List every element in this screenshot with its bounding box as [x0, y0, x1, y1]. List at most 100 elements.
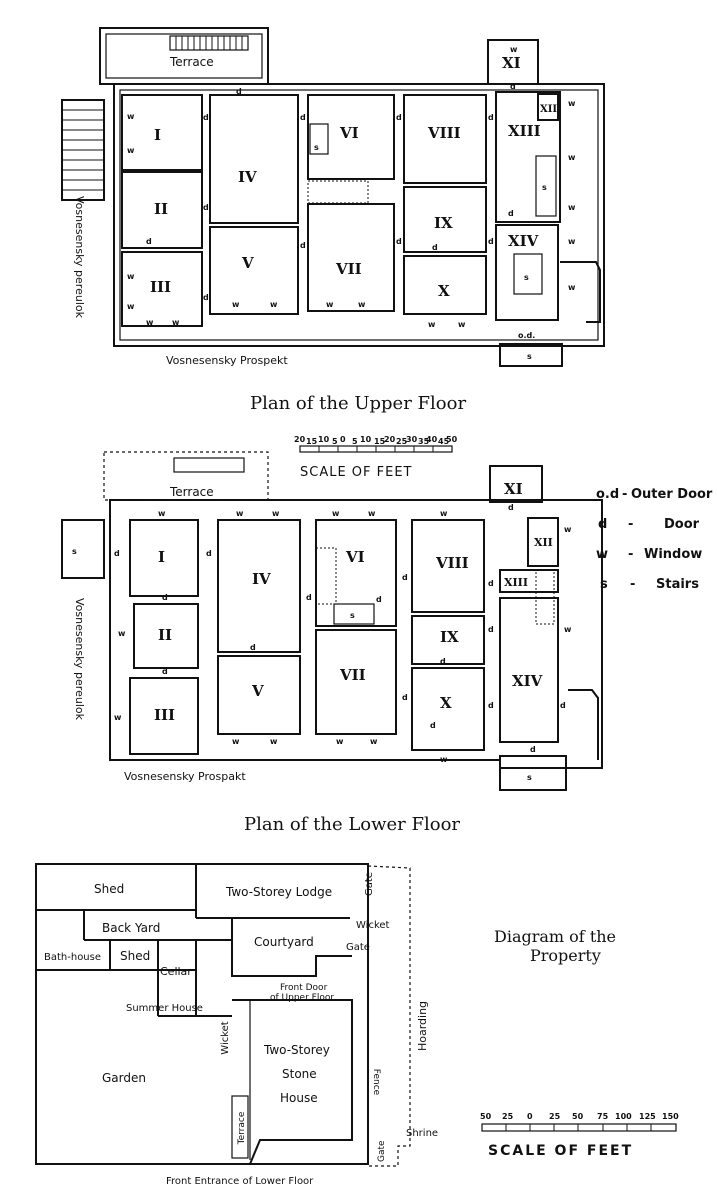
lower-window-mark-3: w [272, 509, 280, 518]
floor-scale-tick-7: 40 [426, 435, 438, 444]
upper-room-xiv-box [495, 224, 559, 321]
prop-label-wicket-right: Wicket [356, 920, 390, 931]
prop-label-house-1: Two-Storey [263, 1043, 330, 1057]
lower-window-mark-10: w [270, 737, 278, 746]
property-scale-tick-3: 0 [527, 1112, 533, 1121]
lower-window-mark-11: w [336, 737, 344, 746]
upper-room-i-box [121, 94, 203, 171]
upper-room-ix-box [403, 186, 487, 253]
upper-door-mark-6: d [488, 113, 494, 122]
upper-room-ii: II [154, 200, 168, 218]
upper-window-mark-16: w [568, 203, 576, 212]
prop-label-front-door-1: Front Door [280, 983, 328, 993]
property-hoarding-line [367, 865, 411, 1167]
lower-room-v: V [251, 682, 264, 700]
lower-door-mark-14: d [488, 701, 494, 710]
lower-room-iii: III [154, 706, 175, 724]
property-boundary [35, 863, 369, 1165]
upper-door-mark-10: d [300, 241, 306, 250]
prop-label-gate-mid: Gate [346, 942, 370, 953]
upper-window-mark-12: w [428, 320, 436, 329]
upper-door-mark-8: d [203, 203, 209, 212]
property-scale-bar [481, 1123, 677, 1132]
property-scale-tick-4: 25 [549, 1112, 561, 1121]
lower-room-xiv: XIV [512, 672, 543, 690]
upper-window-mark-5: w [127, 302, 135, 311]
lower-front-steps [499, 755, 567, 791]
upper-window-mark-10: w [326, 300, 334, 309]
upper-door-mark-1: d [236, 87, 242, 96]
upper-room-ii-box [121, 171, 203, 249]
lower-room-x-box [411, 667, 485, 751]
lower-window-mark-14: w [564, 525, 572, 534]
prop-label-fence: Fence [371, 1069, 381, 1096]
lower-street-side: Vosnesensky pereulok [73, 598, 86, 721]
upper-window-mark-6: w [146, 318, 154, 327]
lower-door-mark-13: d [488, 625, 494, 634]
upper-stairs-xiv [513, 253, 543, 295]
property-scale-tick-8: 125 [639, 1112, 656, 1121]
upper-room-vi-box [307, 94, 395, 180]
lower-floor-caption: Plan of the Lower Floor [244, 814, 460, 835]
prop-label-back-yard: Back Yard [102, 921, 160, 935]
floor-scale-minor-6: 35 [418, 437, 430, 446]
upper-room-x: X [438, 282, 450, 300]
upper-door-mark-9: d [203, 293, 209, 302]
lower-room-xii-box [527, 517, 559, 567]
lower-window-mark-1: w [158, 509, 166, 518]
upper-outer-wall [113, 83, 605, 347]
lower-door-mark-4: d [162, 667, 168, 676]
lower-window-mark-4: w [332, 509, 340, 518]
upper-door-mark-14: d [508, 209, 514, 218]
upper-room-xi: XI [502, 54, 521, 72]
upper-room-i: I [154, 126, 161, 144]
upper-room-xii-box [537, 93, 559, 121]
prop-label-front-entrance: Front Entrance of Lower Floor [166, 1176, 314, 1187]
lower-door-mark-5: d [250, 643, 256, 652]
property-diagram: Shed Two-Storey Lodge Gate Back Yard Wic… [35, 863, 616, 1187]
lower-door-mark-10: d [440, 657, 446, 666]
lower-room-iv: IV [252, 570, 271, 588]
lower-room-iii-box [129, 677, 199, 755]
upper-outer-door-mark: o.d. [518, 331, 535, 340]
upper-door-mark-2: d [510, 82, 516, 91]
lower-room-xiii: XIII [504, 576, 528, 589]
lower-terrace-outline [103, 451, 269, 501]
upper-door-mark-4: d [300, 113, 306, 122]
floor-scale-minor-5: 25 [396, 437, 408, 446]
legend-key-window: w [596, 547, 608, 562]
prop-label-hoarding: Hoarding [416, 1001, 429, 1051]
scale-of-feet-floor: 20 10 0 10 20 30 40 50 15 5 5 15 25 35 4… [294, 435, 458, 480]
property-scale-tick-2: 25 [502, 1112, 514, 1121]
prop-label-terrace: Terrace [237, 1111, 247, 1145]
lower-room-xiv-box [499, 597, 559, 743]
upper-door-mark-12: d [432, 243, 438, 252]
legend-sep-stairs: - [630, 577, 635, 592]
floor-scale-tick-6: 30 [406, 435, 418, 444]
upper-room-viii-box [403, 94, 487, 184]
prop-wall-house [232, 999, 353, 1165]
lower-window-mark-5: w [368, 509, 376, 518]
lower-room-ii-box [133, 603, 199, 669]
prop-label-front-door-2: of Upper Floor [270, 993, 334, 1003]
prop-label-shed2: Shed [120, 949, 150, 963]
lower-room-ix: IX [440, 628, 459, 646]
upper-room-xiii: XIII [508, 122, 541, 140]
prop-label-garden: Garden [102, 1071, 146, 1085]
lower-street-front: Vosnesensky Prospakt [124, 770, 246, 783]
prop-label-summer-house: Summer House [126, 1003, 203, 1014]
floor-scale-tick-1: 20 [294, 435, 306, 444]
floor-scale-tick-2: 10 [318, 435, 330, 444]
lower-window-mark-2: w [236, 509, 244, 518]
floor-scale-minor-1: 15 [306, 437, 318, 446]
upper-street-front: Vosnesensky Prospekt [166, 354, 288, 367]
floor-scale-tick-8: 50 [446, 435, 458, 444]
property-scale-title: SCALE OF FEET [488, 1143, 633, 1159]
lower-door-mark-8: d [402, 573, 408, 582]
upper-side-stair-treads [62, 109, 104, 191]
upper-door-mark-3: d [203, 113, 209, 122]
legend-sep-door: - [628, 517, 633, 532]
upper-room-vii: VII [335, 260, 362, 278]
upper-annex-wall [560, 261, 601, 323]
